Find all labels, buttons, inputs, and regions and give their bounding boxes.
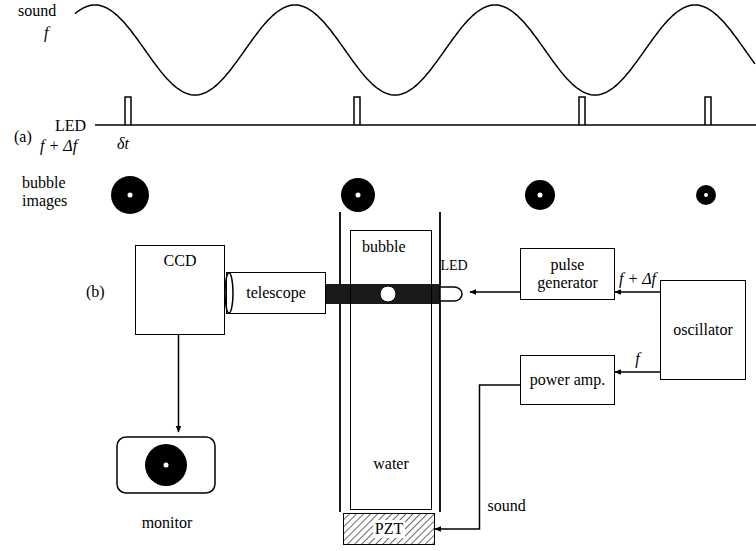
telescope-box: telescope [226, 272, 326, 314]
edge-label: f + Δf [617, 270, 658, 288]
water-tank: water [350, 230, 432, 510]
led-pulses [125, 97, 711, 125]
frequency-symbol: f + Δf [40, 137, 77, 155]
node-label: water [373, 455, 409, 473]
bubble-image [111, 176, 149, 214]
bubble-highlight [538, 193, 543, 198]
bubble-image [341, 178, 375, 212]
bubble [380, 286, 396, 302]
signal-connector [615, 371, 660, 373]
signal-connector [615, 291, 660, 293]
bubble-highlight [128, 193, 133, 198]
node-label: pulse generator [525, 256, 610, 291]
signal-name: LED [55, 117, 86, 135]
node-label: PZT [373, 520, 405, 538]
sound-wave [75, 5, 755, 95]
led-baseline [95, 124, 756, 126]
monitor-screen [117, 437, 215, 493]
bubble-highlight [704, 193, 708, 197]
oscillator-box: oscillator [660, 280, 746, 380]
row-label: bubble images [22, 174, 92, 209]
frequency-symbol: f [44, 24, 48, 42]
signal-connector [470, 291, 520, 293]
bubble-highlight [356, 193, 361, 198]
monitor-highlight [164, 463, 169, 468]
signal-name: sound [18, 2, 56, 20]
node-label: telescope [246, 284, 306, 302]
pzt-transducer: PZT [343, 513, 435, 545]
node-label: power amp. [530, 371, 606, 389]
panel-label: (a) [14, 128, 32, 146]
pulse-width-label: δt [117, 135, 129, 153]
signal-connector [178, 335, 180, 432]
ccd-camera: CCD [135, 245, 225, 335]
edge-label: sound [486, 497, 528, 515]
power-amplifier-box: power amp. [520, 355, 615, 405]
node-label: oscillator [673, 321, 733, 339]
node-label: LED [440, 258, 467, 273]
tank-wall [340, 212, 440, 512]
monitor-bubble [145, 444, 187, 486]
light-beam [326, 284, 440, 304]
sound-wave-curve [75, 5, 755, 95]
bubble-image [696, 185, 716, 205]
led-source: LED [438, 258, 470, 306]
led-symbol [440, 287, 462, 301]
panel-label: (b) [86, 283, 105, 301]
bubble-images [111, 176, 716, 214]
bubble-label: bubble [362, 238, 406, 256]
edge-label: f [633, 350, 641, 368]
node-label: CCD [164, 252, 197, 270]
monitor: monitor [112, 432, 222, 532]
pzt-hatching [343, 513, 435, 545]
bubble-image [525, 180, 555, 210]
pulse-generator-box: pulse generator [520, 248, 615, 300]
node-label: monitor [142, 514, 193, 532]
